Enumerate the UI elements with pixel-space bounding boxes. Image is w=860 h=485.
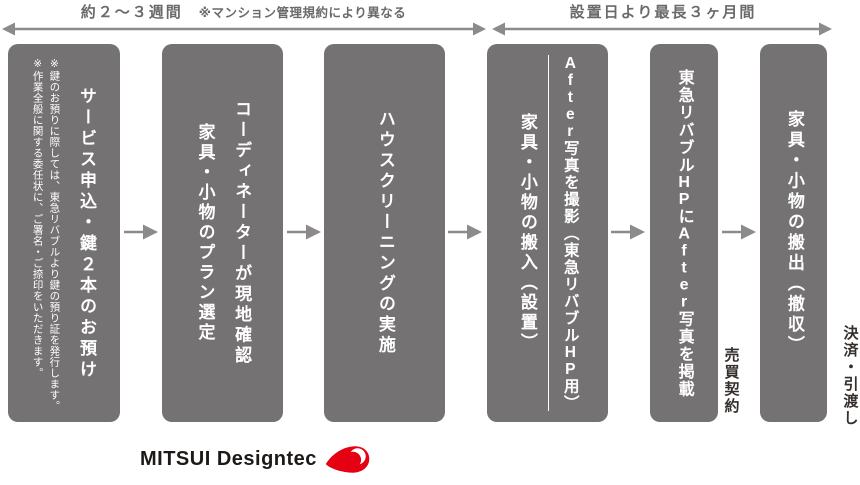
flow-arrow-icon (611, 224, 645, 240)
milestone-settlement-handover: 決済・引渡し (841, 325, 859, 427)
step-title: 家具・小物の搬出（撤収） (784, 110, 804, 356)
step-subtitle: 家具・小物の搬入（設置） (517, 113, 537, 353)
step-note: ※作業全般に関する委任状に、ご署名・ご捺印をいただきます。 (31, 58, 44, 379)
flow-arrow-icon (124, 224, 158, 240)
timeline-span-arrow-phase2 (492, 22, 832, 36)
step-title: 東急リバブルHPにAfter写真を掲載 (675, 68, 693, 398)
step-title: サービス申込・鍵２本のお預け (77, 87, 96, 381)
step-title: コーディネーターが現地確認 (232, 99, 252, 367)
flow-arrow-icon (722, 224, 756, 240)
flow-arrow-icon (448, 224, 482, 240)
mitsui-designtec-logo: MITSUI Designtec (140, 444, 371, 475)
step-box-coordinator-plan: コーディネーターが現地確認 家具・小物のプラン選定 (162, 44, 283, 422)
step-box-service-application: サービス申込・鍵２本のお預け ※鍵のお預りに際しては、東急リバブルより鍵の預り証… (8, 44, 120, 422)
timeline-span-arrow-phase1 (2, 22, 486, 36)
step-title: ハウスクリーニングの実施 (375, 110, 395, 356)
step-box-house-cleaning: ハウスクリーニングの実施 (324, 44, 445, 422)
step-box-furniture-removal: 家具・小物の搬出（撤収） (760, 44, 827, 422)
timeline-phase2-label: 設置日より最長３ヶ月間 (493, 1, 833, 22)
column-divider (547, 55, 550, 411)
milestone-sales-contract: 売買契約 (722, 347, 740, 415)
step-subtitle: 家具・小物のプラン選定 (195, 123, 215, 343)
mitsui-designtec-logo-text: MITSUI Designtec (140, 448, 317, 470)
timeline-phase1-note: ※マンション管理規約により異なる (198, 6, 407, 20)
mitsui-designtec-logo-icon (325, 446, 370, 473)
step-box-hp-publish: 東急リバブルHPにAfter写真を掲載 (650, 44, 718, 422)
step-title: After写真を撮影（東急リバブルHP用） (561, 54, 579, 412)
timeline-phase1-label: 約２〜３週間 ※マンション管理規約により異なる (0, 1, 487, 22)
step-box-furnishing-and-after-photo: After写真を撮影（東急リバブルHP用） 家具・小物の搬入（設置） (487, 44, 608, 422)
step-note: ※鍵のお預りに際しては、東急リバブルより鍵の預り証を発行します。 (48, 58, 61, 412)
flow-arrow-icon (287, 224, 321, 240)
timeline-phase2-duration: 設置日より最長３ヶ月間 (569, 4, 757, 21)
timeline-phase1-duration: 約２〜３週間 (80, 4, 183, 21)
